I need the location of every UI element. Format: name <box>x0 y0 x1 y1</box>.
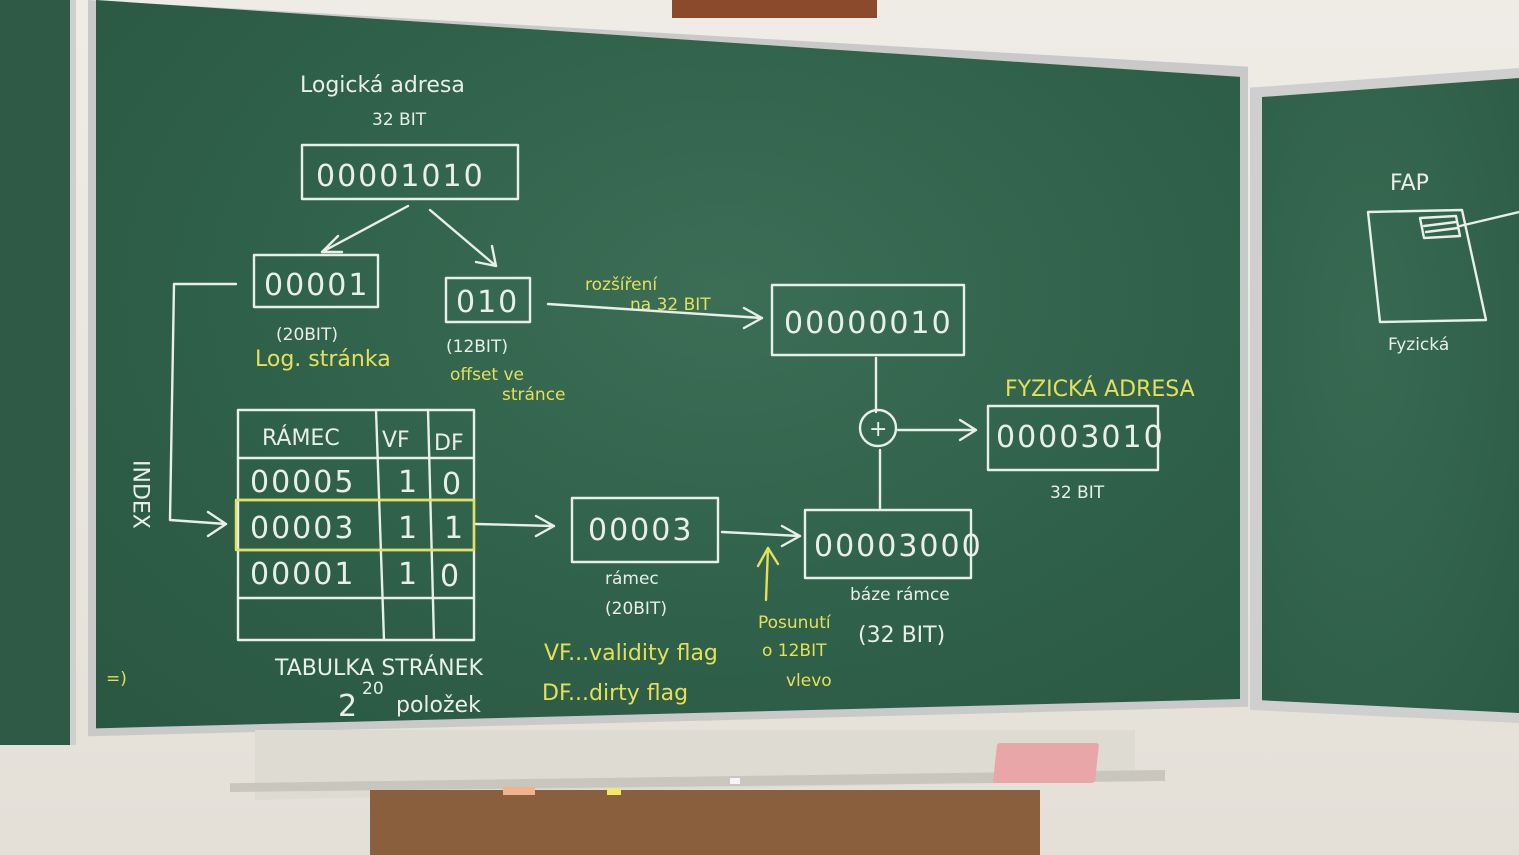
table-row3-df: 0 <box>440 559 461 594</box>
table-row3-vf: 1 <box>398 557 419 592</box>
offset-box <box>444 276 532 324</box>
white-chalk <box>730 778 740 784</box>
vf-legend: VF...validity flag <box>544 641 718 666</box>
table-row2-vf: 1 <box>398 511 419 546</box>
df-legend: DF...dirty flag <box>542 681 688 706</box>
shift-label-line2: o 12BIT <box>762 641 827 661</box>
left-chalkboard-panel <box>0 0 76 745</box>
adder-circle <box>858 408 898 448</box>
smiley: =) <box>106 669 127 689</box>
logical-address-bits: 32 BIT <box>372 110 427 130</box>
table-size-exp: 20 <box>362 679 384 699</box>
extended-offset-box <box>770 283 966 357</box>
shift-label-line1: Posunutí <box>758 613 832 633</box>
table-row1-df: 0 <box>442 467 463 502</box>
table-row2-frame: 00003 <box>250 511 355 546</box>
table-size-base: 2 <box>338 689 359 724</box>
logical-address-title: Logická adresa <box>300 73 465 98</box>
physical-address-value: 00003010 <box>996 420 1165 455</box>
offset-label-line1: offset ve <box>450 365 524 385</box>
frame-box <box>570 496 720 564</box>
frame-base-bits: (32 BIT) <box>858 623 945 648</box>
logical-address-box <box>300 143 520 201</box>
desk <box>370 790 1040 855</box>
wooden-shelf <box>672 0 877 18</box>
frame-bits: (20BIT) <box>605 599 667 619</box>
fap-hatched-block <box>1418 214 1462 240</box>
page-number-bits: (20BIT) <box>276 325 338 345</box>
split-arrow-right <box>428 208 498 268</box>
frame-base-label: báze rámce <box>850 585 950 605</box>
extended-offset-value: 00000010 <box>784 306 953 341</box>
offset-value: 010 <box>456 285 519 320</box>
index-label: INDEX <box>128 460 153 529</box>
highlighted-row-box <box>234 498 476 552</box>
row-to-frame-arrow <box>474 514 556 538</box>
physical-address-label: FYZICKÁ ADRESA <box>1005 376 1195 402</box>
table-header-frame: RÁMEC <box>262 425 340 451</box>
frame-label: rámec <box>605 569 659 589</box>
offset-label-line2: stránce <box>502 385 566 405</box>
table-row1-frame: 00005 <box>250 465 355 500</box>
right-chalkboard <box>1262 78 1519 713</box>
extension-label-line1: rozšíření <box>585 275 658 295</box>
table-header-vf: VF <box>382 428 410 453</box>
physical-address-box <box>986 404 1160 472</box>
logical-address-value: 00001010 <box>316 159 485 194</box>
frame-value: 00003 <box>588 513 693 548</box>
table-row3-frame: 00001 <box>250 557 355 592</box>
adder-to-physical-arrow <box>896 418 978 442</box>
fap-pointer-line <box>1458 210 1519 228</box>
fap-label: FAP <box>1390 171 1429 196</box>
table-row1-vf: 1 <box>398 465 419 500</box>
shift-label-line3: vlevo <box>786 671 832 691</box>
physical-address-bits: 32 BIT <box>1050 483 1105 503</box>
fap-diagram-box <box>1366 208 1488 324</box>
table-size-unit: položek <box>396 693 481 718</box>
index-arrow <box>168 282 238 538</box>
frame-to-base-arrow <box>720 524 802 548</box>
shift-arrow <box>756 546 780 602</box>
frame-base-box <box>803 508 973 580</box>
table-header-df: DF <box>434 431 464 456</box>
physical-memory-label: Fyzická <box>1388 335 1449 355</box>
adder-symbol: + <box>869 417 887 442</box>
split-arrow-left <box>320 204 410 254</box>
page-table-column-lines <box>374 408 436 642</box>
table-row2-df: 1 <box>444 511 465 546</box>
page-number-label: Log. stránka <box>255 347 391 372</box>
frame-base-value: 00003000 <box>814 529 983 564</box>
extension-arrow <box>546 302 764 330</box>
orange-chalk <box>503 787 535 795</box>
page-number-box <box>252 253 380 309</box>
table-title: TABULKA STRÁNEK <box>274 655 484 681</box>
offset-bits: (12BIT) <box>446 337 508 357</box>
main-chalkboard <box>96 0 1240 729</box>
yellow-chalk <box>607 788 621 795</box>
page-number-value: 00001 <box>264 268 369 303</box>
